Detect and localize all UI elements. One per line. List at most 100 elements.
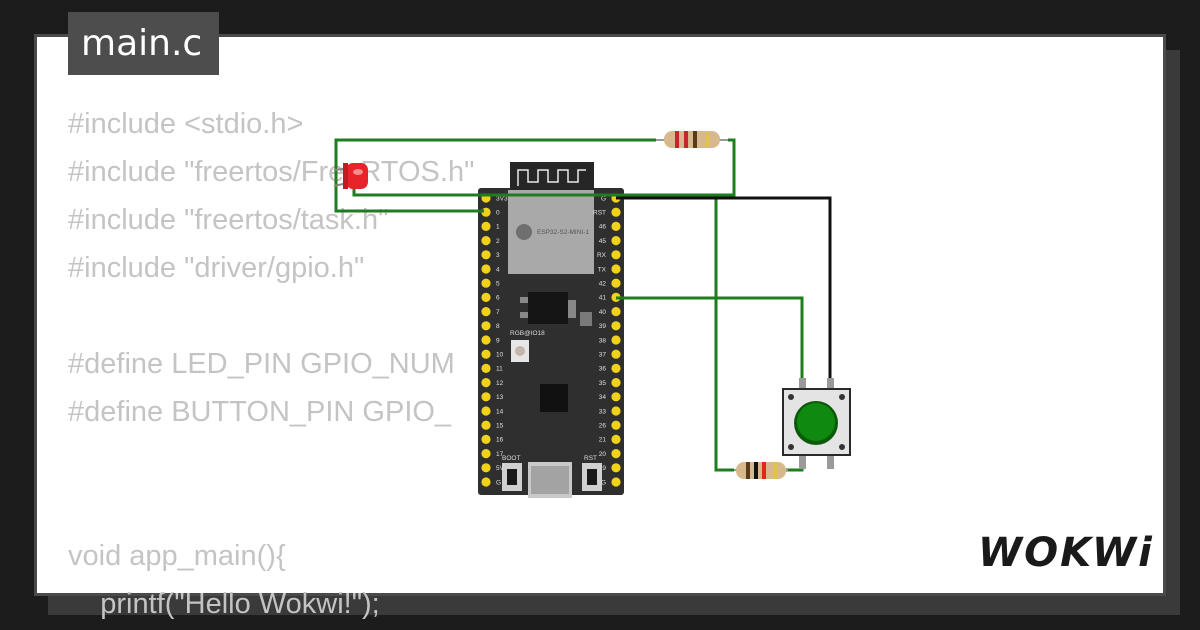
wire-gpio41-to-button[interactable] (616, 296, 804, 385)
pin-8[interactable] (481, 321, 491, 331)
wire-3v3-to-pulldown[interactable] (616, 196, 734, 472)
pin-label: 0 (496, 210, 500, 217)
regulator-tab (568, 300, 576, 318)
pin-3[interactable] (481, 250, 491, 260)
pin-45[interactable] (611, 236, 621, 246)
pin-label: 7 (496, 309, 500, 316)
pin-label: 20 (599, 451, 607, 458)
pin-1[interactable] (481, 221, 491, 231)
resistor-pulldown[interactable] (734, 462, 788, 479)
pin-label: 35 (599, 380, 607, 387)
antenna-area (510, 162, 594, 190)
pin-33[interactable] (611, 406, 621, 416)
code-line: void app_main(){ (68, 540, 286, 572)
pin-label: 11 (496, 366, 503, 373)
voltage-regulator (528, 292, 568, 324)
rgb-led-label: RGB@IO18 (510, 330, 545, 337)
code-line: #define LED_PIN GPIO_NUM (68, 348, 455, 380)
resistor-led[interactable] (656, 131, 728, 148)
pin-4[interactable] (481, 264, 491, 274)
pin-label: 40 (599, 309, 607, 316)
file-tab-title[interactable]: main.c (68, 12, 219, 75)
pin-11[interactable] (481, 363, 491, 373)
pin-9[interactable] (481, 335, 491, 345)
pin-rst[interactable] (611, 207, 621, 217)
code-line: printf("Hello Wokwi!"); (68, 588, 380, 620)
wire-led-to-gpio0[interactable] (334, 138, 656, 213)
pin-34[interactable] (611, 392, 621, 402)
pin-2[interactable] (481, 236, 491, 246)
pin-17[interactable] (481, 449, 491, 459)
pin-label: 14 (496, 408, 504, 415)
antenna-trace (517, 169, 586, 186)
pin-label: 45 (599, 238, 607, 245)
resistor-body (736, 462, 786, 479)
pin-label: 39 (599, 323, 607, 330)
push-button[interactable] (782, 378, 851, 469)
pin-label: 15 (496, 423, 504, 430)
pin-10[interactable] (481, 349, 491, 359)
pin-7[interactable] (481, 307, 491, 317)
pin-label: 3V3 (496, 195, 508, 202)
pin-label: 5 (496, 281, 500, 288)
code-line: #define BUTTON_PIN GPIO_ (68, 396, 452, 428)
pin-label: 1 (496, 224, 500, 231)
pin-19[interactable] (611, 463, 621, 473)
pin-label: 9 (496, 337, 500, 344)
pin-tx[interactable] (611, 264, 621, 274)
pin-37[interactable] (611, 349, 621, 359)
pin-label: 10 (496, 352, 504, 359)
code-line: #include <stdio.h> (68, 108, 304, 140)
code-line: #include "freertos/task.h" (68, 204, 389, 236)
boot-label: BOOT (502, 455, 520, 462)
pin-label: 3 (496, 252, 500, 259)
wire-gnd-to-button[interactable] (616, 196, 832, 385)
pin-15[interactable] (481, 420, 491, 430)
pin-16[interactable] (481, 434, 491, 444)
wokwi-logo: WOKWi (978, 530, 1154, 576)
pin-40[interactable] (611, 307, 621, 317)
espressif-logo-icon (516, 224, 532, 240)
pin-12[interactable] (481, 378, 491, 388)
pin-6[interactable] (481, 292, 491, 302)
pin-label: G (496, 479, 501, 486)
pin-35[interactable] (611, 378, 621, 388)
pin-g[interactable] (481, 477, 491, 487)
code-line: #include "freertos/FreeRTOS.h" (68, 156, 475, 188)
pin-13[interactable] (481, 392, 491, 402)
pin-39[interactable] (611, 321, 621, 331)
rst-label: RST (584, 455, 597, 462)
pin-42[interactable] (611, 278, 621, 288)
pin-label: RX (597, 252, 607, 259)
pin-label: TX (598, 266, 607, 273)
pin-label: 6 (496, 295, 500, 302)
pin-label: 2 (496, 238, 500, 245)
pin-label: G (601, 195, 606, 202)
pin-5[interactable] (481, 278, 491, 288)
pin-label: 21 (599, 437, 607, 444)
red-led[interactable] (333, 163, 368, 189)
pin-label: 41 (599, 295, 607, 302)
pin-label: 16 (496, 437, 504, 444)
pin-46[interactable] (611, 221, 621, 231)
pin-5v[interactable] (481, 463, 491, 473)
pin-14[interactable] (481, 406, 491, 416)
pin-36[interactable] (611, 363, 621, 373)
pin-g[interactable] (611, 477, 621, 487)
pin-rx[interactable] (611, 250, 621, 260)
pin-label: 4 (496, 266, 500, 273)
pin-label: G (601, 479, 606, 486)
pin-20[interactable] (611, 449, 621, 459)
led-body (346, 163, 368, 189)
pin-label: 26 (599, 423, 607, 430)
resistor-body (664, 131, 720, 148)
pin-label: 5V (496, 465, 505, 472)
pin-26[interactable] (611, 420, 621, 430)
pin-label: 36 (599, 366, 607, 373)
button-cap (797, 403, 835, 441)
pin-label: 19 (599, 465, 607, 472)
pin-38[interactable] (611, 335, 621, 345)
pin-21[interactable] (611, 434, 621, 444)
